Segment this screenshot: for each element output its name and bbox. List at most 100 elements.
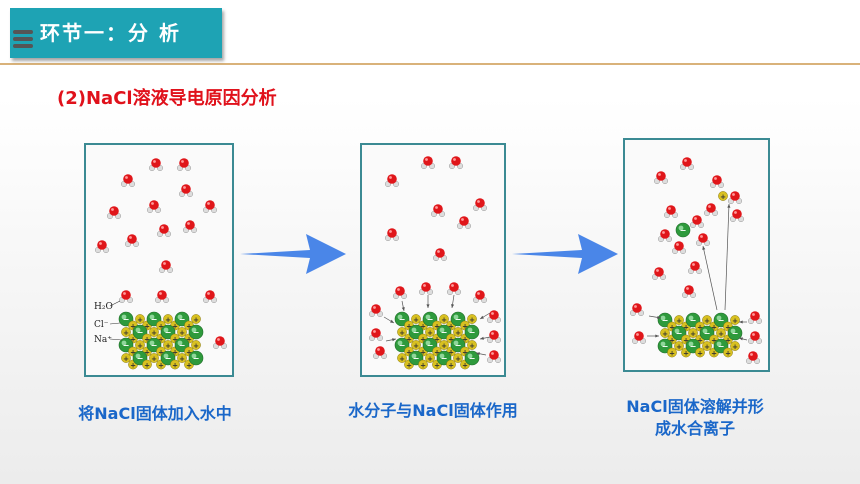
water-molecule (148, 158, 164, 172)
chloride-ion: − (727, 325, 743, 341)
svg-text:−: − (469, 354, 476, 363)
svg-text:+: + (123, 329, 129, 337)
svg-text:−: − (441, 328, 448, 337)
svg-text:+: + (144, 336, 150, 344)
svg-text:+: + (137, 342, 143, 350)
svg-text:+: + (158, 336, 164, 344)
water-molecule (687, 261, 703, 275)
svg-text:+: + (172, 362, 178, 370)
svg-text:+: + (172, 323, 178, 331)
water-molecule (703, 203, 719, 217)
caption-panel-2: 水分子与NaCl固体作用 (348, 401, 518, 420)
sodium-ion: + (425, 353, 435, 363)
water-molecule (368, 304, 384, 318)
panel-water-interaction: −+++−+++−++++−+++−+++−−+++−+++−++++−+++−… (360, 143, 506, 377)
sodium-ion: + (718, 191, 728, 201)
svg-text:+: + (669, 337, 675, 345)
svg-text:+: + (427, 355, 433, 363)
svg-text:+: + (711, 324, 717, 332)
water-molecule (653, 171, 669, 185)
svg-text:+: + (676, 343, 682, 351)
svg-text:+: + (420, 362, 426, 370)
svg-text:−: − (179, 315, 186, 324)
svg-text:−: − (455, 315, 462, 324)
svg-text:−: − (151, 315, 158, 324)
sodium-ion: + (191, 314, 201, 324)
svg-text:+: + (130, 336, 136, 344)
svg-text:+: + (413, 316, 419, 324)
svg-text:+: + (179, 329, 185, 337)
svg-text:+: + (448, 349, 454, 357)
svg-text:+: + (165, 342, 171, 350)
svg-text:+: + (158, 362, 164, 370)
panel-illustration: −+−+++−+++−++++−+++−+++−−+++−+++−++ (629, 157, 763, 365)
sodium-ion: + (467, 340, 477, 350)
water-molecule (745, 351, 761, 365)
sodium-ion: + (453, 353, 463, 363)
water-molecule (663, 205, 679, 219)
water-molecule (446, 282, 462, 296)
sodium-ion: + (177, 327, 187, 337)
svg-text:+: + (399, 329, 405, 337)
sodium-ion: + (674, 315, 684, 325)
svg-text:+: + (130, 323, 136, 331)
svg-text:−: − (151, 341, 158, 350)
svg-text:+: + (144, 362, 150, 370)
water-molecule (629, 303, 645, 317)
water-molecule (392, 286, 408, 300)
sodium-ion: + (688, 328, 698, 338)
svg-text:+: + (448, 336, 454, 344)
sodium-ion: + (163, 340, 173, 350)
svg-text:+: + (179, 355, 185, 363)
sodium-ion: + (163, 314, 173, 324)
sodium-ion: + (135, 314, 145, 324)
sodium-ion: + (149, 327, 159, 337)
water-molecule (729, 209, 745, 223)
chloride-ion: − (118, 311, 134, 327)
water-molecule (202, 200, 218, 214)
svg-text:+: + (406, 362, 412, 370)
water-molecule (146, 200, 162, 214)
right-arrow-icon (512, 234, 618, 274)
sodium-ion: + (142, 359, 152, 370)
water-molecule (430, 204, 446, 218)
water-molecule (118, 290, 134, 304)
water-molecule (154, 290, 170, 304)
svg-text:+: + (711, 350, 717, 358)
svg-text:+: + (434, 323, 440, 331)
svg-text:+: + (697, 324, 703, 332)
header-divider (0, 63, 860, 65)
svg-text:+: + (434, 362, 440, 370)
sodium-ion: + (467, 314, 477, 324)
water-molecule (709, 175, 725, 189)
svg-text:+: + (420, 349, 426, 357)
svg-text:+: + (669, 350, 675, 358)
sodium-ion: + (411, 314, 421, 324)
svg-text:+: + (186, 362, 192, 370)
svg-text:−: − (690, 316, 697, 325)
svg-text:+: + (725, 337, 731, 345)
svg-text:+: + (455, 329, 461, 337)
svg-text:+: + (186, 349, 192, 357)
water-molecule (747, 311, 763, 325)
sodium-ion: + (121, 327, 131, 337)
svg-text:+: + (130, 349, 136, 357)
svg-text:−: − (193, 328, 200, 337)
label-chloride: Cl⁻ (94, 320, 109, 330)
svg-text:−: − (165, 354, 172, 363)
svg-text:−: − (179, 341, 186, 350)
svg-text:+: + (420, 323, 426, 331)
water-molecule (679, 157, 695, 171)
sodium-ion: + (695, 347, 705, 358)
svg-text:−: − (399, 315, 406, 324)
svg-text:+: + (406, 323, 412, 331)
svg-text:−: − (137, 354, 144, 363)
svg-text:−: − (137, 328, 144, 337)
svg-text:+: + (462, 349, 468, 357)
svg-text:−: − (676, 329, 683, 338)
sodium-ion: + (397, 327, 407, 337)
water-molecule (372, 346, 388, 360)
water-molecule (657, 229, 673, 243)
water-molecule (158, 260, 174, 274)
svg-text:−: − (123, 315, 130, 324)
